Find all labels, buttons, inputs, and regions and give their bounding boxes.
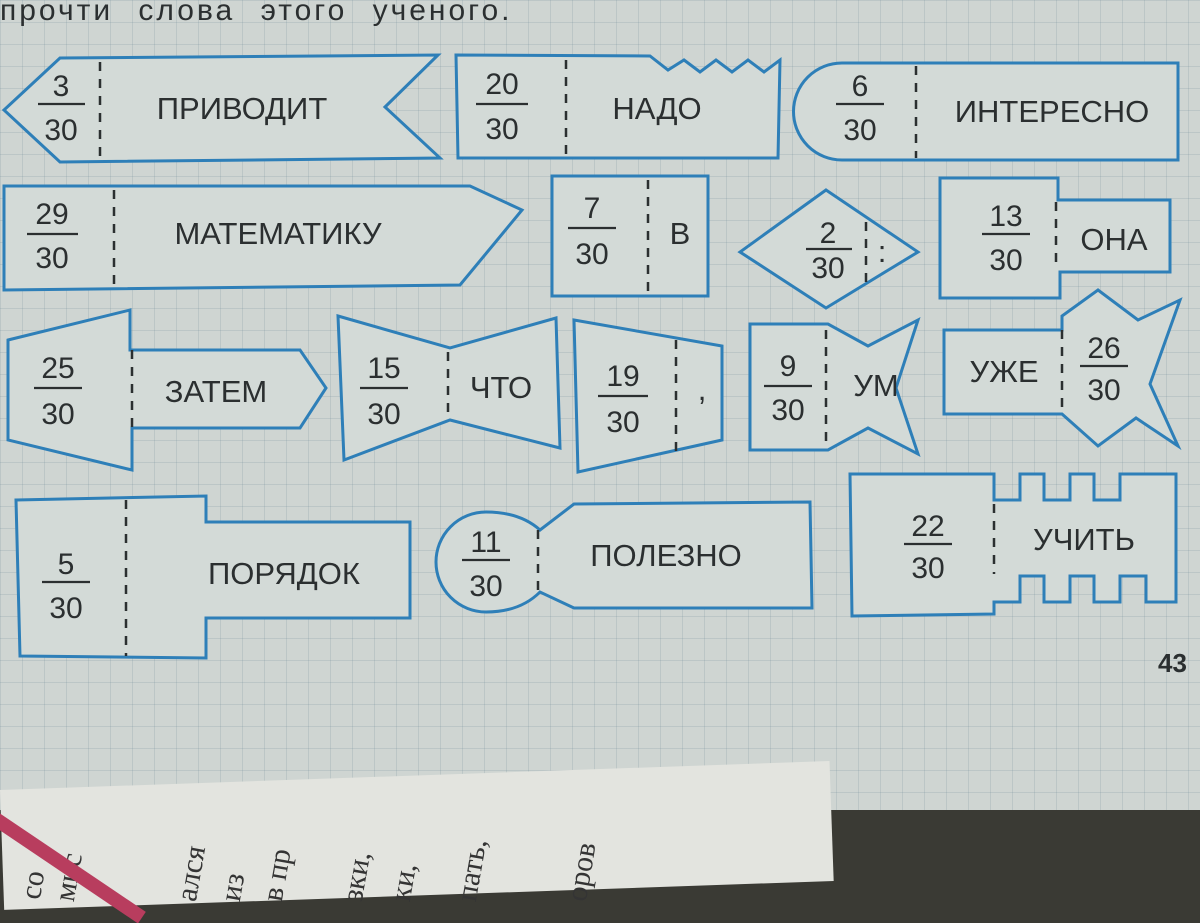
card-interesno-den: 30 (843, 114, 876, 147)
card-uchit: 22 30 УЧИТЬ (848, 472, 1178, 618)
underlying-sheet-text: со мис ался из в пр зки, ки, пать, оров (0, 800, 830, 904)
card-polezno-num: 11 (470, 526, 501, 559)
under-word-7: ки, (384, 860, 424, 904)
card-zatem: 25 30 ЗАТЕМ (6, 308, 328, 472)
word-cards: 3 30 ПРИВОДИТ 20 30 НАДО 6 30 ИНТЕРЕСНО (1, 53, 1183, 660)
card-ona-den: 30 (989, 244, 1022, 277)
card-zatem-word: ЗАТЕМ (165, 374, 267, 409)
card-privodit-den: 30 (44, 114, 77, 147)
card-comma-den: 30 (606, 406, 639, 439)
card-poryadok: 5 30 ПОРЯДОК (14, 494, 412, 660)
card-privodit-word: ПРИВОДИТ (157, 91, 328, 126)
card-um: 9 30 УМ (748, 316, 921, 458)
card-um-num: 9 (780, 350, 797, 383)
card-um-den: 30 (771, 394, 804, 427)
card-interesno-word: ИНТЕРЕСНО (955, 94, 1150, 129)
card-matematiku-num: 29 (35, 198, 68, 231)
card-matematiku: 29 30 МАТЕМАТИКУ (2, 184, 525, 292)
card-ona-word: ОНА (1080, 222, 1148, 257)
card-nado-word: НАДО (612, 91, 701, 126)
under-word-9: оров (560, 839, 603, 904)
card-chto-num: 15 (367, 352, 400, 385)
instruction-text: прочти слова этого ученого. (0, 0, 513, 27)
card-ona-num: 13 (989, 200, 1022, 233)
under-word-3: ался (170, 843, 213, 904)
card-um-word: УМ (853, 368, 899, 403)
card-matematiku-den: 30 (35, 242, 68, 275)
card-v-num: 7 (584, 192, 601, 225)
card-uzhe-num: 26 (1087, 332, 1120, 365)
card-uzhe: 26 30 УЖЕ (942, 288, 1183, 451)
card-uchit-num: 22 (911, 510, 944, 543)
card-v-word: В (670, 216, 691, 251)
under-word-8: пать, (450, 836, 494, 904)
card-poryadok-word: ПОРЯДОК (208, 556, 360, 591)
card-colon: 2 30 : (737, 188, 921, 310)
card-comma-num: 19 (606, 360, 639, 393)
card-v-den: 30 (575, 238, 608, 271)
card-v: 7 30 В (550, 174, 710, 298)
card-chto: 15 30 ЧТО (336, 313, 562, 463)
card-comma: 19 30 , (572, 318, 724, 474)
page-number: 43 (1158, 648, 1187, 678)
under-word-4: из (214, 870, 252, 904)
card-chto-word: ЧТО (470, 370, 532, 405)
card-zatem-den: 30 (41, 398, 74, 431)
card-zatem-num: 25 (41, 352, 74, 385)
card-polezno: 11 30 ПОЛЕЗНО (434, 500, 814, 614)
workbook-page: прочти слова этого ученого. 3 30 ПРИВОДИ… (0, 0, 1200, 810)
card-privodit-num: 3 (53, 70, 70, 103)
card-chto-den: 30 (367, 398, 400, 431)
card-uchit-word: УЧИТЬ (1033, 522, 1135, 557)
card-poryadok-num: 5 (58, 548, 75, 581)
under-word-1: со (14, 868, 52, 902)
card-poryadok-den: 30 (49, 592, 82, 625)
card-nado-num: 20 (485, 68, 518, 101)
card-nado-den: 30 (485, 113, 518, 146)
card-uzhe-word: УЖЕ (970, 354, 1039, 389)
card-interesno: 6 30 ИНТЕРЕСНО (792, 61, 1180, 162)
card-ona: 13 30 ОНА (938, 176, 1172, 300)
card-nado: 20 30 НАДО (454, 53, 782, 160)
card-colon-word: : (878, 234, 887, 269)
under-word-6: зки, (336, 848, 378, 904)
card-comma-word: , (698, 372, 707, 407)
card-matematiku-word: МАТЕМАТИКУ (174, 216, 381, 251)
card-polezno-den: 30 (469, 570, 502, 603)
card-polezno-word: ПОЛЕЗНО (590, 538, 742, 573)
card-privodit: 3 30 ПРИВОДИТ (1, 53, 444, 164)
card-interesno-num: 6 (852, 70, 869, 103)
card-colon-num: 2 (820, 217, 837, 250)
card-uzhe-den: 30 (1087, 374, 1120, 407)
card-colon-den: 30 (811, 252, 844, 285)
card-uchit-den: 30 (911, 552, 944, 585)
under-word-5: в пр (256, 846, 298, 904)
